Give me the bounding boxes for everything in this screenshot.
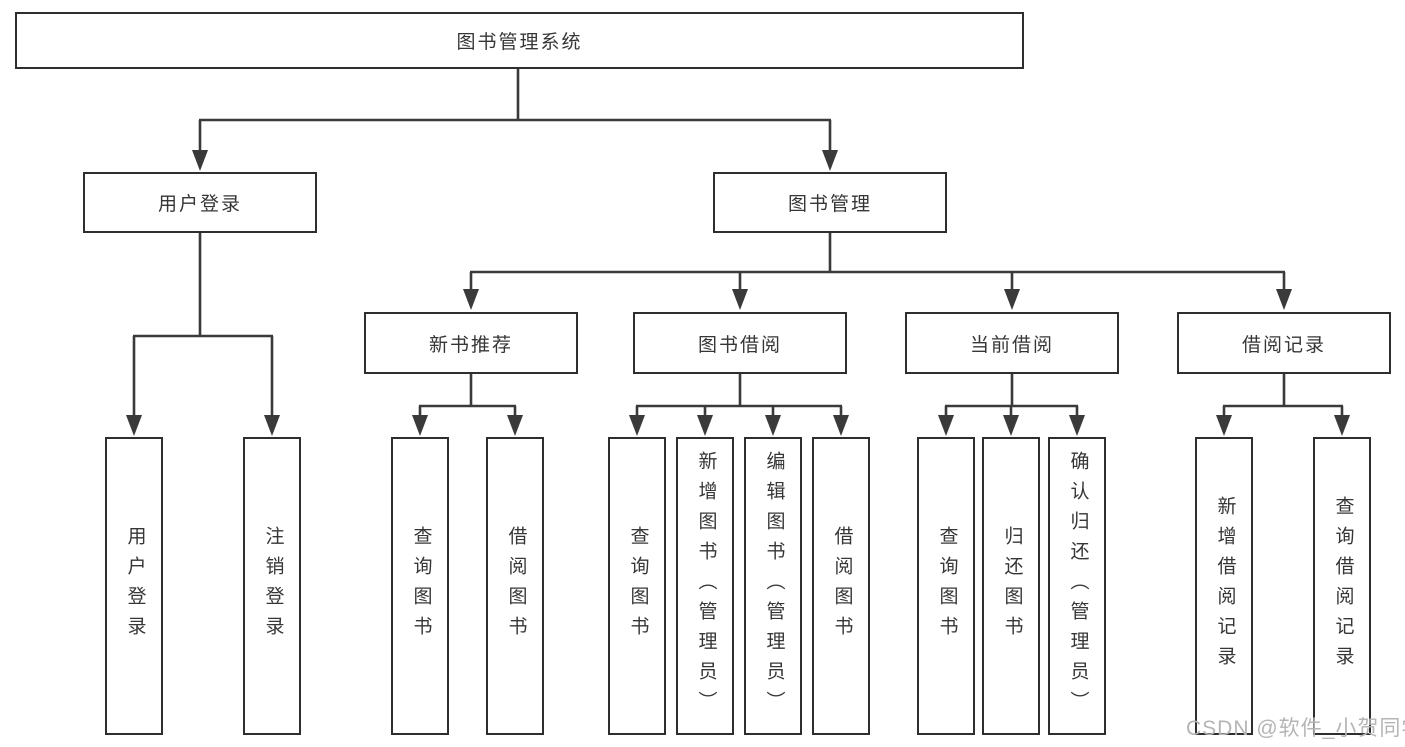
node-root: 图书管理系统: [15, 12, 1024, 69]
node-current-borrow-label: 当前借阅: [969, 334, 1054, 356]
leaf-borrow-edit-books-admin-label: 编辑图书（管理员）: [763, 451, 785, 721]
leaf-user-login: 用户登录: [105, 437, 163, 735]
node-new-book-recommend-label: 新书推荐: [428, 334, 513, 356]
node-book-management: 图书管理: [713, 172, 947, 233]
leaf-borrow-edit-books-admin: 编辑图书（管理员）: [744, 437, 802, 735]
leaf-records-add-record: 新增借阅记录: [1195, 437, 1253, 735]
leaf-records-add-record-label: 新增借阅记录: [1214, 496, 1236, 676]
leaf-current-return-books: 归还图书: [982, 437, 1040, 735]
leaf-logout: 注销登录: [243, 437, 301, 735]
node-current-borrow: 当前借阅: [905, 312, 1119, 374]
leaf-current-confirm-return-admin-label: 确认归还（管理员）: [1067, 451, 1089, 721]
node-user-login-label: 用户登录: [157, 194, 242, 215]
leaf-current-query-books: 查询图书: [917, 437, 975, 735]
node-user-login: 用户登录: [83, 172, 317, 233]
leaf-borrow-query-books: 查询图书: [608, 437, 666, 735]
node-book-borrow: 图书借阅: [633, 312, 847, 374]
leaf-borrow-borrow-books: 借阅图书: [812, 437, 870, 735]
node-new-book-recommend: 新书推荐: [364, 312, 578, 374]
leaf-borrow-query-books-label: 查询图书: [627, 526, 649, 646]
leaf-borrow-add-books-admin-label: 新增图书（管理员）: [695, 451, 717, 721]
leaf-current-query-books-label: 查询图书: [936, 526, 958, 646]
leaf-logout-label: 注销登录: [262, 526, 284, 646]
node-book-management-label: 图书管理: [787, 194, 872, 215]
leaf-recommend-borrow-books: 借阅图书: [486, 437, 544, 735]
node-root-label: 图书管理系统: [456, 32, 583, 53]
leaf-current-confirm-return-admin: 确认归还（管理员）: [1048, 437, 1106, 735]
leaf-recommend-borrow-books-label: 借阅图书: [505, 526, 527, 646]
leaf-records-query-record-label: 查询借阅记录: [1332, 496, 1354, 676]
node-borrow-records: 借阅记录: [1177, 312, 1391, 374]
leaf-records-query-record: 查询借阅记录: [1313, 437, 1371, 735]
leaf-recommend-query-books-label: 查询图书: [410, 526, 432, 646]
watermark: CSDN @软件_小贺同学: [1186, 717, 1405, 740]
arrowheads: [126, 150, 1350, 436]
leaf-borrow-add-books-admin: 新增图书（管理员）: [676, 437, 734, 735]
leaf-borrow-borrow-books-label: 借阅图书: [831, 526, 853, 646]
leaf-current-return-books-label: 归还图书: [1001, 526, 1023, 646]
leaf-user-login-label: 用户登录: [124, 526, 146, 646]
node-borrow-records-label: 借阅记录: [1241, 334, 1326, 356]
leaf-recommend-query-books: 查询图书: [391, 437, 449, 735]
node-book-borrow-label: 图书借阅: [697, 334, 782, 356]
